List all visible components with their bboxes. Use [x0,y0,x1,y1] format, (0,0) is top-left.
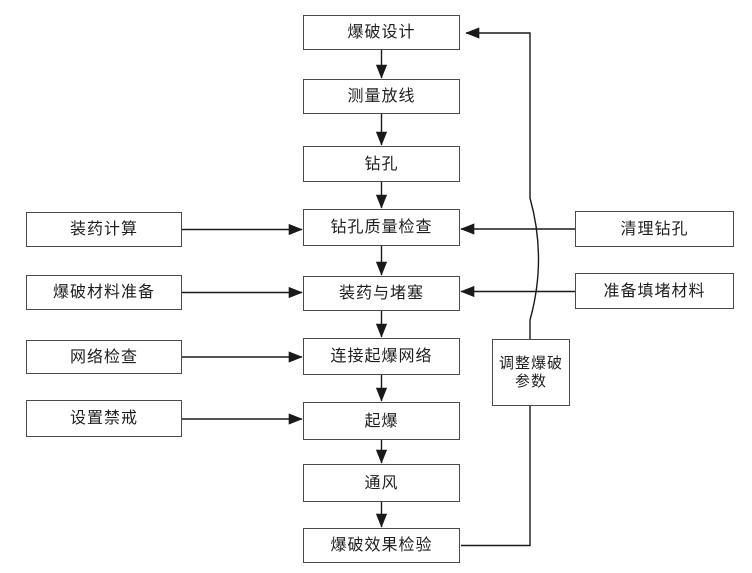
flow-node-network-check: 网络检查 [26,340,182,374]
flow-node-set-guard: 设置禁戒 [26,400,182,437]
node-label: 通风 [364,472,399,492]
node-label-line2: 参数 [514,371,547,390]
flow-node-survey-layout: 测量放线 [303,79,460,114]
flow-node-hole-quality-check: 钻孔质量检查 [303,209,460,246]
node-label: 清理钻孔 [620,218,689,238]
feedback-loop-line [461,27,540,547]
flow-node-prepare-stemming-material: 准备填堵材料 [575,273,734,309]
node-label: 设置禁戒 [69,408,138,428]
node-label: 爆破材料准备 [52,282,155,302]
node-label: 装药与堵塞 [338,283,424,303]
flow-node-drilling: 钻孔 [303,146,460,182]
flow-node-blast-material-prep: 爆破材料准备 [26,275,182,310]
flow-node-blast-design: 爆破设计 [303,15,460,50]
node-label: 钻孔 [364,153,399,173]
node-label: 爆破设计 [347,22,416,42]
node-label: 连接起爆网络 [330,346,433,366]
node-label-line1: 调整爆破 [498,354,563,373]
node-label: 起爆 [364,410,399,430]
flow-node-connect-network: 连接起爆网络 [303,338,460,375]
flow-node-charge-calculation: 装药计算 [26,212,182,247]
flow-node-clean-drill-holes: 清理钻孔 [575,211,734,247]
flow-node-ventilation: 通风 [303,464,460,502]
flow-node-charging-stemming: 装药与堵塞 [303,276,460,311]
node-label: 爆破效果检验 [330,535,433,555]
node-label: 钻孔质量检查 [330,217,433,237]
flow-node-adjust-blast-parameters: 调整爆破 参数 [492,339,570,406]
flow-node-blast-effect-inspection: 爆破效果检验 [303,528,460,563]
node-label: 准备填堵材料 [603,280,706,300]
node-label: 测量放线 [347,86,416,106]
node-label: 装药计算 [69,219,138,239]
node-label: 网络检查 [69,346,138,366]
flow-node-detonation: 起爆 [303,402,460,440]
